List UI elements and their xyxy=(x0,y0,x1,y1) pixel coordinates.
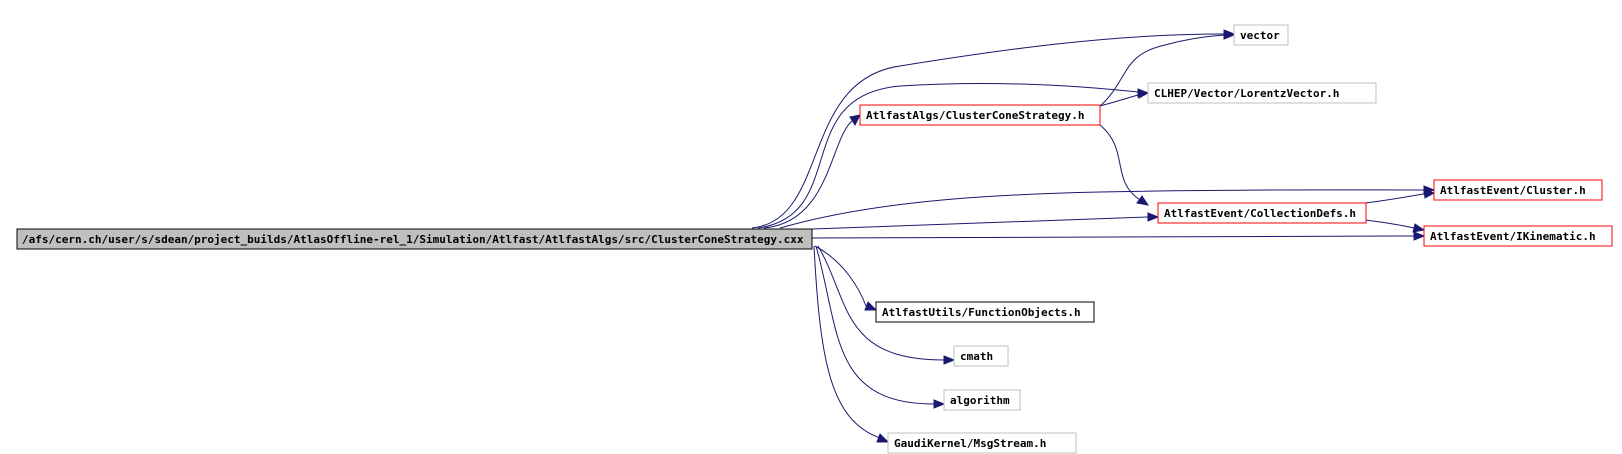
arrowhead-icon xyxy=(1423,189,1436,199)
arrowhead-icon xyxy=(1136,195,1150,206)
node-label: /afs/cern.ch/user/s/sdean/project_builds… xyxy=(22,233,804,246)
node-box xyxy=(859,104,1101,126)
node-algorithm[interactable]: algorithm xyxy=(943,389,1021,411)
node-box xyxy=(943,389,1021,411)
edge-cluster-cone-to-vector xyxy=(1097,34,1225,109)
node-box xyxy=(875,301,1095,323)
edge-cluster-cone-to-collection-defs xyxy=(1099,124,1141,201)
node-root-source-file[interactable]: /afs/cern.ch/user/s/sdean/project_builds… xyxy=(16,228,813,250)
arrowhead-icon xyxy=(1413,231,1426,241)
node-cluster-cone-strategy-header[interactable]: AtlfastAlgs/ClusterConeStrategy.h xyxy=(859,104,1101,126)
node-label: algorithm xyxy=(950,394,1010,407)
node-box xyxy=(1157,202,1367,224)
edge-root-to-function-objects xyxy=(814,245,867,307)
node-box xyxy=(1423,225,1613,247)
node-label: AtlfastEvent/IKinematic.h xyxy=(1430,230,1596,243)
arrowhead-icon xyxy=(876,433,890,443)
node-atlfast-event-cluster[interactable]: AtlfastEvent/Cluster.h xyxy=(1433,179,1603,201)
arrowhead-icon xyxy=(1412,223,1426,233)
edge-root-to-collection-defs xyxy=(811,216,1149,230)
nodes: /afs/cern.ch/user/s/sdean/project_builds… xyxy=(16,24,1613,454)
node-label: CLHEP/Vector/LorentzVector.h xyxy=(1154,87,1339,100)
edge-root-to-cluster-cone-strategy xyxy=(763,120,853,229)
edge-root-to-cluster xyxy=(779,189,1425,229)
node-label: AtlfastAlgs/ClusterConeStrategy.h xyxy=(866,109,1085,122)
node-label: vector xyxy=(1240,29,1280,42)
node-atlfast-event-collection-defs[interactable]: AtlfastEvent/CollectionDefs.h xyxy=(1157,202,1367,224)
node-box xyxy=(887,432,1077,454)
edge-root-to-cmath xyxy=(817,245,945,361)
arrowhead-icon xyxy=(1147,212,1160,222)
arrowhead-icon xyxy=(849,114,861,127)
node-box xyxy=(1147,82,1377,104)
edge-root-to-algorithm xyxy=(815,245,935,405)
arrowhead-icon xyxy=(943,355,956,365)
node-atlfast-utils-function-objects[interactable]: AtlfastUtils/FunctionObjects.h xyxy=(875,301,1095,323)
edge-root-to-msgstream xyxy=(813,245,881,439)
node-box xyxy=(1233,24,1289,46)
edge-root-to-vector xyxy=(751,33,1225,229)
node-atlfast-event-ikinematic[interactable]: AtlfastEvent/IKinematic.h xyxy=(1423,225,1613,247)
node-box xyxy=(16,228,813,250)
node-cmath[interactable]: cmath xyxy=(953,345,1009,367)
arrowhead-icon xyxy=(864,301,878,311)
edge-root-to-lorentz xyxy=(757,83,1139,229)
node-box xyxy=(953,345,1009,367)
node-vector[interactable]: vector xyxy=(1233,24,1289,46)
edge-collection-defs-to-cluster xyxy=(1364,193,1425,204)
node-label: AtlfastEvent/Cluster.h xyxy=(1440,184,1586,197)
edge-root-to-ikinematic xyxy=(811,235,1415,239)
arrowhead-icon xyxy=(1137,89,1150,99)
node-lorentz-vector[interactable]: CLHEP/Vector/LorentzVector.h xyxy=(1147,82,1377,104)
edge-collection-defs-to-ikinematic xyxy=(1364,219,1415,229)
edge-cluster-cone-to-lorentz xyxy=(1099,94,1139,107)
node-label: cmath xyxy=(960,350,993,363)
arrowhead-icon xyxy=(1223,30,1236,40)
node-label: GaudiKernel/MsgStream.h xyxy=(894,437,1046,450)
node-label: AtlfastEvent/CollectionDefs.h xyxy=(1164,207,1356,220)
node-gaudi-kernel-msgstream[interactable]: GaudiKernel/MsgStream.h xyxy=(887,432,1077,454)
node-label: AtlfastUtils/FunctionObjects.h xyxy=(882,306,1081,319)
arrowhead-icon xyxy=(933,399,946,409)
node-box xyxy=(1433,179,1603,201)
